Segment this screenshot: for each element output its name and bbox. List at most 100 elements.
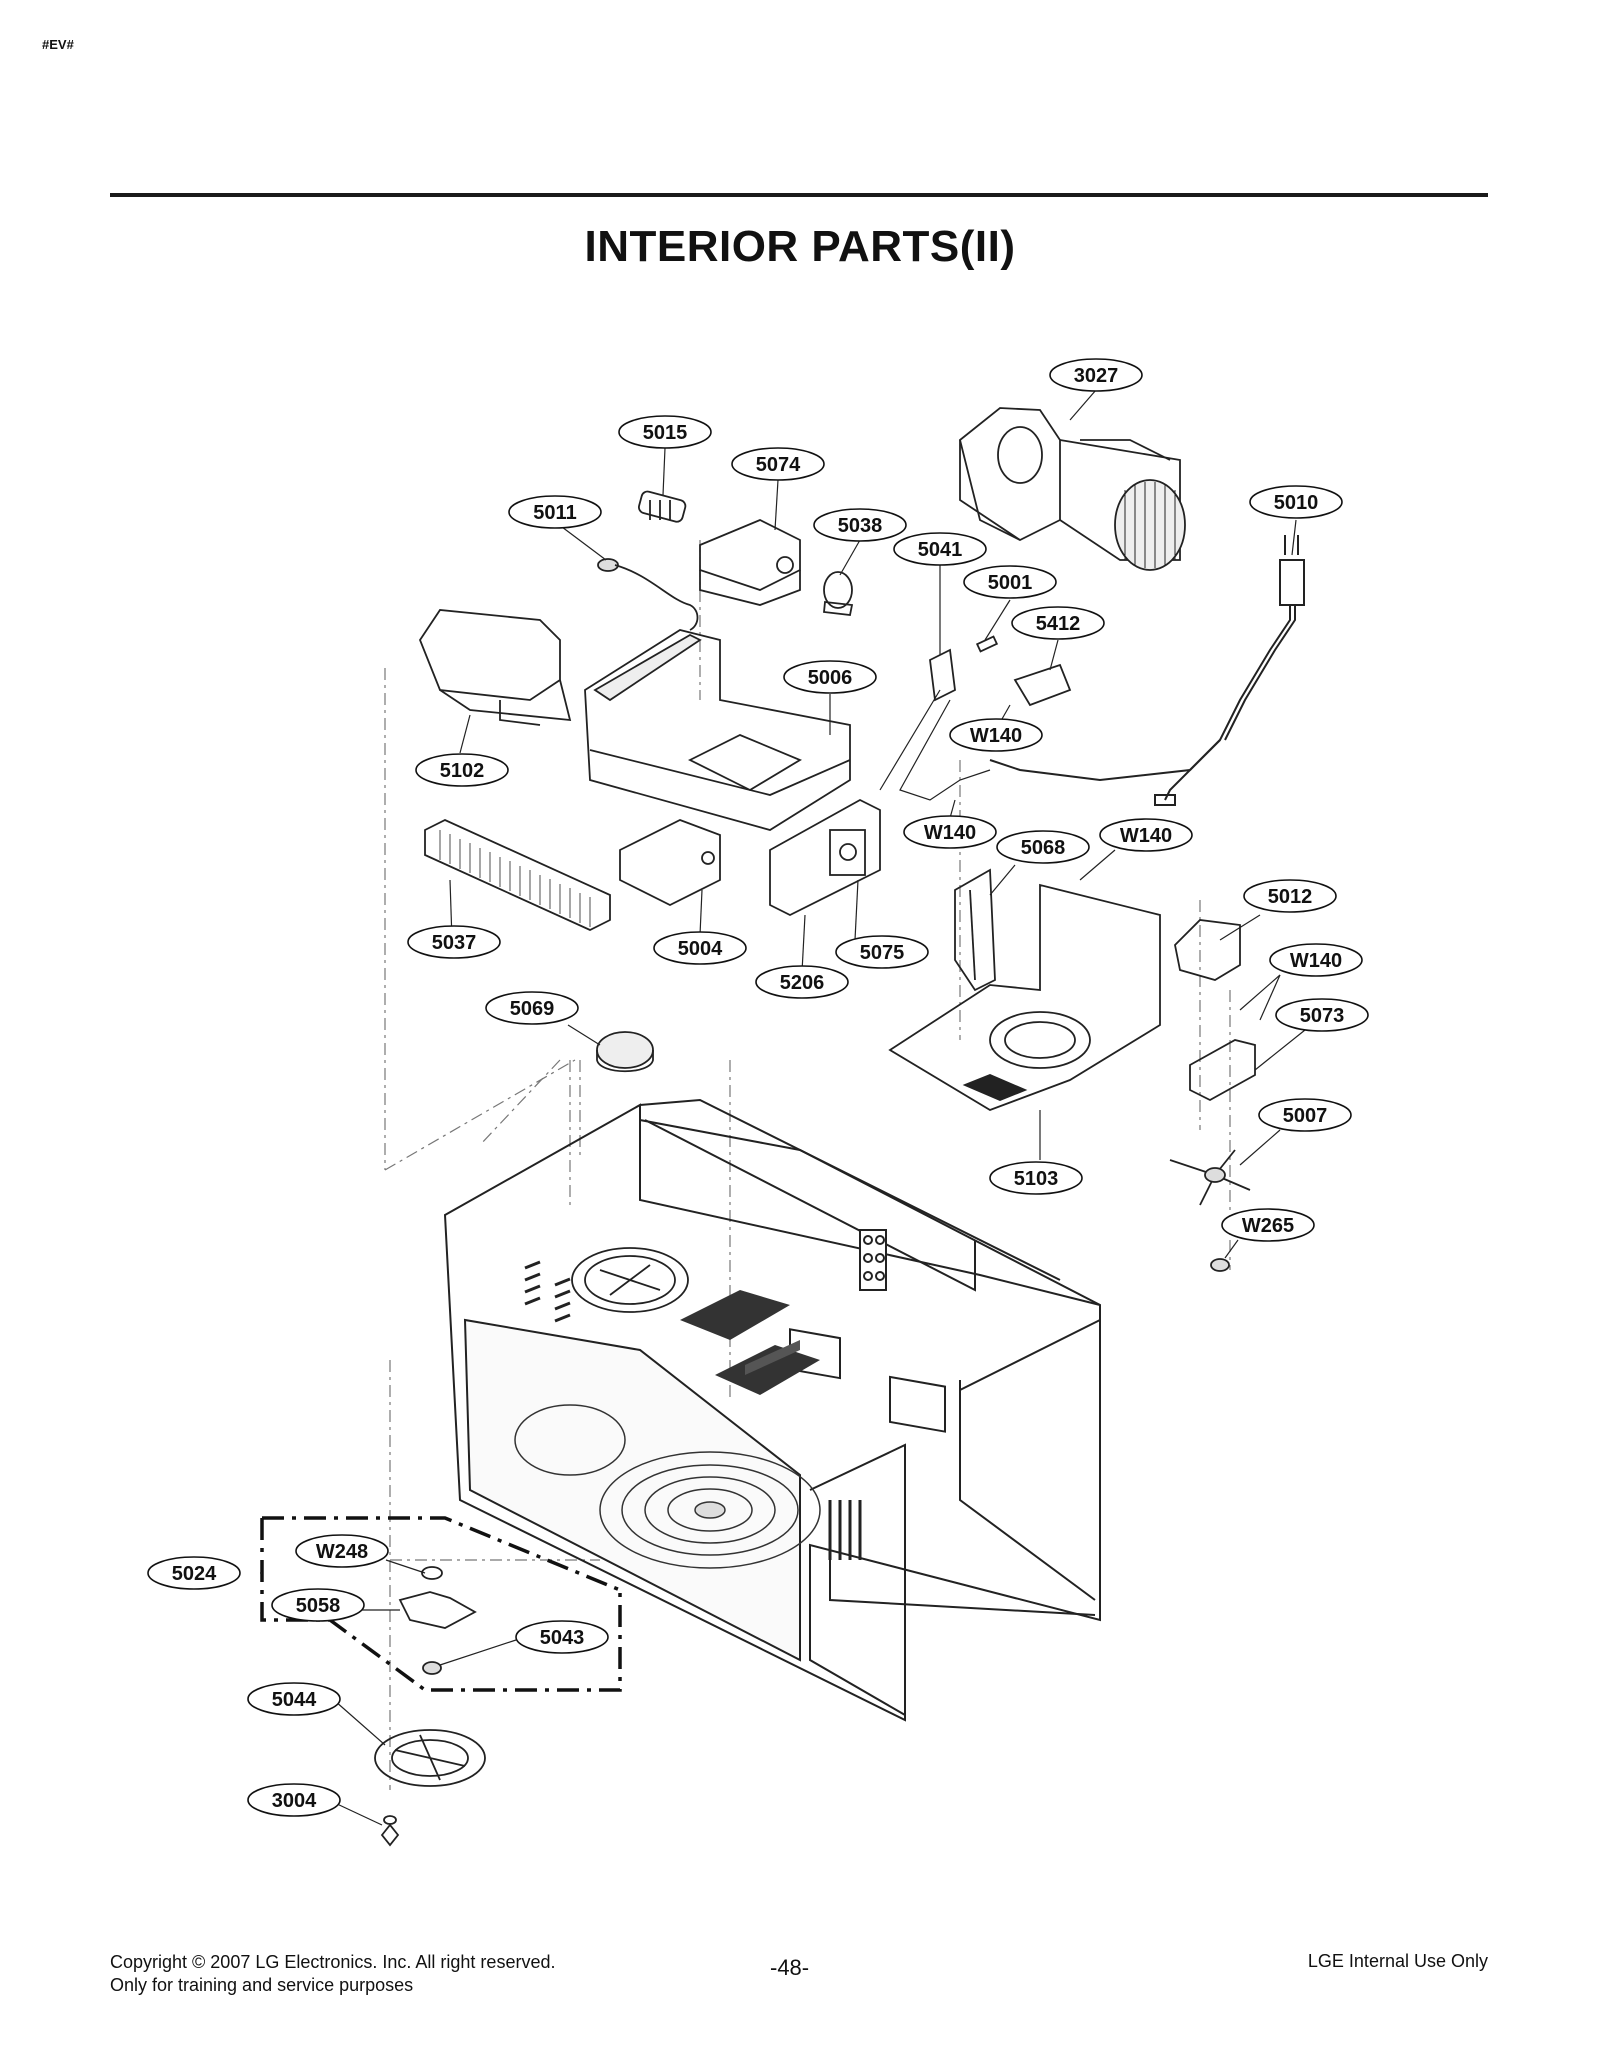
page-title: INTERIOR PARTS(II) [584, 222, 1016, 271]
svg-text:5058: 5058 [296, 1595, 341, 1617]
callout-5015: 5015 [618, 415, 712, 449]
power-cord [989, 535, 1305, 806]
page-number: -48- [770, 1955, 810, 1980]
svg-text:5074: 5074 [756, 454, 801, 476]
frame-plate-part [584, 629, 851, 831]
callout-5058: 5058 [271, 1588, 365, 1622]
cavity-back-panel [639, 1105, 1101, 1433]
callout-5044: 5044 [247, 1682, 341, 1716]
alignment-guides [384, 540, 1231, 1790]
svg-text:W140: W140 [1120, 825, 1172, 847]
lamp-housing-part [699, 519, 801, 606]
svg-text:W265: W265 [1242, 1215, 1294, 1237]
callout-3004: 3004 [247, 1783, 341, 1817]
svg-text:5038: 5038 [838, 515, 883, 537]
svg-text:W140: W140 [924, 822, 976, 844]
svg-text:5206: 5206 [780, 972, 825, 994]
fan-motor-parts [1169, 919, 1256, 1272]
callout-5006: 5006 [783, 660, 877, 694]
svg-text:W248: W248 [316, 1541, 368, 1563]
callout-5103: 5103 [989, 1161, 1083, 1195]
cover-part [619, 819, 721, 907]
turntable-support-group [260, 1516, 622, 1692]
callout-5068: 5068 [996, 830, 1090, 864]
svg-text:5068: 5068 [1021, 837, 1066, 859]
callout-5041: 5041 [893, 532, 987, 566]
svg-text:W140: W140 [970, 725, 1022, 747]
svg-text:5015: 5015 [643, 422, 688, 444]
lamp-part [638, 490, 687, 523]
callout-5001: 5001 [963, 565, 1057, 599]
svg-text:5024: 5024 [172, 1563, 217, 1585]
callout-w140-c: W140 [1099, 818, 1193, 852]
svg-text:5010: 5010 [1274, 492, 1319, 514]
duct-part [418, 609, 572, 726]
callout-5069: 5069 [485, 991, 579, 1025]
svg-text:5006: 5006 [808, 667, 853, 689]
internal-use-note: LGE Internal Use Only [1307, 1951, 1488, 1971]
svg-text:5412: 5412 [1036, 613, 1081, 635]
wiring-harness [879, 689, 991, 801]
vent-grilles [524, 1260, 862, 1560]
svg-text:W140: W140 [1290, 950, 1342, 972]
callout-5007: 5007 [1258, 1098, 1352, 1132]
document-tag: #EV# [42, 37, 74, 52]
top-stirrer-assembly [571, 1247, 689, 1313]
svg-text:5012: 5012 [1268, 886, 1313, 908]
svg-text:3004: 3004 [272, 1790, 317, 1812]
copyright-line: Copyright © 2007 LG Electronics. Inc. Al… [110, 1952, 556, 1972]
turntable-small-parts [398, 1566, 477, 1675]
svg-text:5069: 5069 [510, 998, 555, 1020]
svg-text:5007: 5007 [1283, 1105, 1328, 1127]
callout-5043: 5043 [515, 1620, 609, 1654]
callout-w140-d: W140 [1269, 943, 1363, 977]
usage-line: Only for training and service purposes [110, 1975, 414, 1995]
callout-3027: 3027 [1049, 358, 1143, 392]
callout-5102: 5102 [415, 753, 509, 787]
svg-text:5041: 5041 [918, 539, 963, 561]
svg-text:5001: 5001 [988, 572, 1033, 594]
callout-w140-a: W140 [949, 718, 1043, 752]
grease-filter-part [424, 819, 611, 931]
header-rule [110, 193, 1488, 197]
blower-assembly [958, 407, 1186, 571]
callout-w140-b: W140 [903, 815, 997, 849]
coupling-part [380, 1815, 400, 1847]
control-bracket-part [769, 798, 881, 917]
svg-text:5075: 5075 [860, 942, 905, 964]
callout-5037: 5037 [407, 925, 501, 959]
svg-text:5103: 5103 [1014, 1168, 1059, 1190]
callout-5011: 5011 [508, 495, 602, 529]
callout-labels: 3027 5015 5074 5011 5038 5041 5001 5010 … [147, 358, 1369, 1817]
svg-text:3027: 3027 [1074, 365, 1119, 387]
leader-lines [260, 389, 1306, 1826]
thermal-cutout-part [597, 558, 699, 631]
svg-text:5037: 5037 [432, 932, 477, 954]
callout-5074: 5074 [731, 447, 825, 481]
svg-text:5044: 5044 [272, 1689, 317, 1711]
switch-parts [929, 635, 1072, 707]
callout-5004: 5004 [653, 931, 747, 965]
svg-text:5011: 5011 [533, 502, 576, 524]
fan-blade-part [1169, 1149, 1251, 1206]
roller-ring-part [374, 1729, 486, 1787]
callout-5010: 5010 [1249, 485, 1343, 519]
callout-5012: 5012 [1243, 879, 1337, 913]
callout-w265: W265 [1221, 1208, 1315, 1242]
cavity-turntable-well [514, 1404, 821, 1569]
stirrer-motor-part [596, 1031, 654, 1073]
bracket-part [954, 868, 996, 992]
callout-5038: 5038 [813, 508, 907, 542]
base-plate-part [888, 883, 1161, 1111]
callout-5073: 5073 [1275, 998, 1369, 1032]
callout-5075: 5075 [835, 935, 929, 969]
callout-5206: 5206 [755, 965, 849, 999]
lamp-socket-part [823, 571, 854, 616]
svg-text:5102: 5102 [440, 760, 485, 782]
svg-text:5004: 5004 [678, 938, 723, 960]
callout-5412: 5412 [1011, 606, 1105, 640]
svg-text:5073: 5073 [1300, 1005, 1345, 1027]
callout-w248: W248 [295, 1534, 389, 1568]
svg-text:5043: 5043 [540, 1627, 585, 1649]
